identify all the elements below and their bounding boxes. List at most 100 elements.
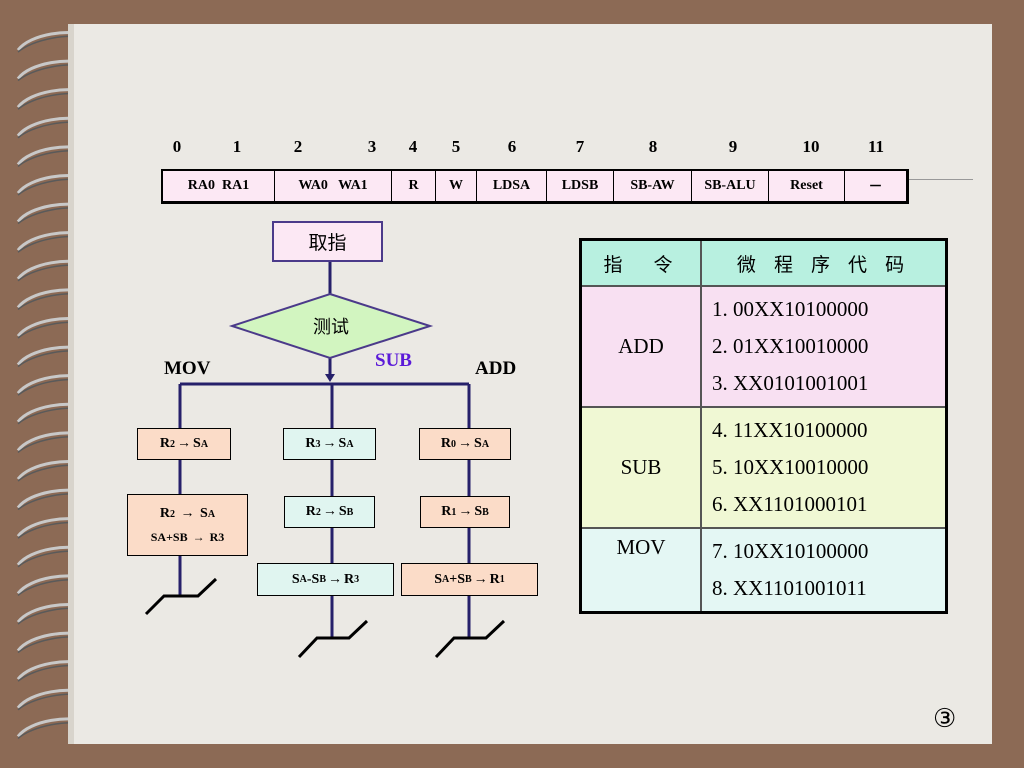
test-label: 测试 — [313, 317, 349, 338]
field-unused: － — [868, 180, 883, 195]
slide-edge — [68, 24, 74, 744]
microinstruction-format: RA0 RA1 WA0 WA1 R W LDSA LDSB SB-AW SB-A… — [161, 169, 909, 204]
reg-index: 3 — [315, 438, 321, 450]
table-row: MOV 7. 10XX10100000 8. XX1101001011 — [579, 527, 948, 614]
reg-index: A — [346, 438, 354, 450]
reg-name: S — [338, 504, 347, 519]
mov-step2-line1: R2 → SA — [160, 503, 215, 526]
field-ldsa: LDSA — [477, 171, 547, 201]
reg-index: A — [207, 508, 216, 520]
bit-number: 6 — [507, 137, 517, 156]
instruction-cell: SUB — [579, 406, 702, 529]
reg-name: S — [474, 436, 482, 451]
microcode-cell: 4. 11XX10100000 5. 10XX10010000 6. XX110… — [700, 406, 948, 529]
arrow-right-icon: → — [192, 529, 205, 544]
bit-number: 11 — [867, 137, 885, 156]
reg-name: R — [440, 436, 452, 451]
reg-name: S — [291, 571, 300, 587]
reg-name: R — [305, 436, 316, 451]
alu-expression: SA+SB — [150, 529, 188, 544]
reg-index: 2 — [170, 508, 176, 520]
microcode-line: 1. 00XX10100000 — [712, 297, 869, 321]
field-reset: Reset — [769, 171, 845, 201]
arrow-right-icon: → — [473, 571, 488, 587]
reg-index: A — [442, 574, 450, 585]
microprogram-table: 指 令 微 程 序 代 码 ADD 1. 00XX10100000 2. 01X… — [579, 238, 948, 614]
field-sb-aw: SB-AW — [614, 171, 692, 201]
reg-index: A — [299, 574, 307, 585]
microcode-line: 6. XX1101000101 — [712, 492, 868, 516]
microcode-line: 5. 10XX10010000 — [712, 455, 869, 479]
microcode-line: 3. XX0101001001 — [712, 371, 869, 395]
field-wa: WA0 WA1 — [275, 171, 392, 201]
field-sb-alu: SB-ALU — [692, 171, 769, 201]
reg-index: 2 — [315, 506, 321, 518]
reg-index: B — [465, 574, 472, 585]
reg-name: R — [305, 504, 316, 519]
table-row: SUB 4. 11XX10100000 5. 10XX10010000 6. X… — [579, 406, 948, 529]
instruction-cell: MOV — [579, 527, 702, 614]
field-w: W — [436, 171, 477, 201]
reg-index: 1 — [499, 574, 505, 585]
reg-name: S — [200, 505, 208, 521]
reg-name: S — [474, 504, 483, 519]
table-row: ADD 1. 00XX10100000 2. 01XX10010000 3. X… — [579, 285, 948, 408]
reg-index: 2 — [170, 438, 176, 450]
branch-add-label: ADD — [475, 358, 517, 379]
bit-number: 3 — [367, 137, 377, 156]
branch-mov-label: MOV — [164, 358, 211, 379]
field-ldsb: LDSB — [547, 171, 614, 201]
bit-number: 0 — [172, 137, 182, 156]
table-header: 指 令 微 程 序 代 码 — [579, 238, 948, 287]
reg-index: 1 — [451, 506, 457, 518]
divider — [909, 179, 973, 180]
arrow-right-icon: → — [458, 436, 473, 451]
microcode-line: 8. XX1101001011 — [712, 576, 867, 600]
fetch-box: 取指 — [272, 221, 383, 262]
arrow-right-icon: → — [322, 436, 337, 451]
reg-index: B — [482, 506, 489, 518]
bit-number: 9 — [728, 137, 738, 156]
arrow-right-icon: → — [322, 504, 337, 519]
branch-sub-label: SUB — [375, 350, 412, 371]
microcode-cell: 1. 00XX10100000 2. 01XX10010000 3. XX010… — [700, 285, 948, 408]
field-ra: RA0 RA1 — [163, 171, 275, 201]
reg-name: R — [159, 436, 171, 451]
bit-number: 10 — [802, 137, 820, 156]
reg-index: B — [319, 574, 327, 585]
reg-name: R — [344, 571, 355, 587]
bit-number: 1 — [232, 137, 242, 156]
alu-operator: -S — [306, 571, 320, 587]
arrow-right-icon: → — [180, 505, 195, 521]
reg-name: R — [489, 571, 500, 587]
microcode-line: 7. 10XX10100000 — [712, 539, 869, 563]
end-symbol — [144, 577, 506, 659]
arrow-right-icon: → — [328, 571, 343, 587]
alu-operator: +S — [449, 571, 465, 587]
field-r: R — [392, 171, 436, 201]
reg-name: R3 — [209, 529, 225, 544]
reg-index: 0 — [451, 438, 457, 450]
bit-number: 5 — [451, 137, 461, 156]
arrow-right-icon: → — [177, 436, 192, 451]
microcode-cell: 7. 10XX10100000 8. XX1101001011 — [700, 527, 948, 614]
bit-number: 2 — [293, 137, 303, 156]
bit-number: 7 — [575, 137, 585, 156]
reg-index: 3 — [354, 574, 360, 585]
bit-number: 4 — [408, 137, 418, 156]
microcode-line: 2. 01XX10010000 — [712, 334, 869, 358]
mov-step2-box: R2 → SA SA+SB → R3 — [127, 494, 248, 556]
reg-index: A — [200, 438, 209, 450]
mov-step2-line2: SA+SB → R3 — [151, 526, 225, 548]
arrow-right-icon: → — [458, 504, 473, 519]
page-number: ③ — [933, 704, 957, 734]
reg-index: A — [481, 438, 490, 450]
